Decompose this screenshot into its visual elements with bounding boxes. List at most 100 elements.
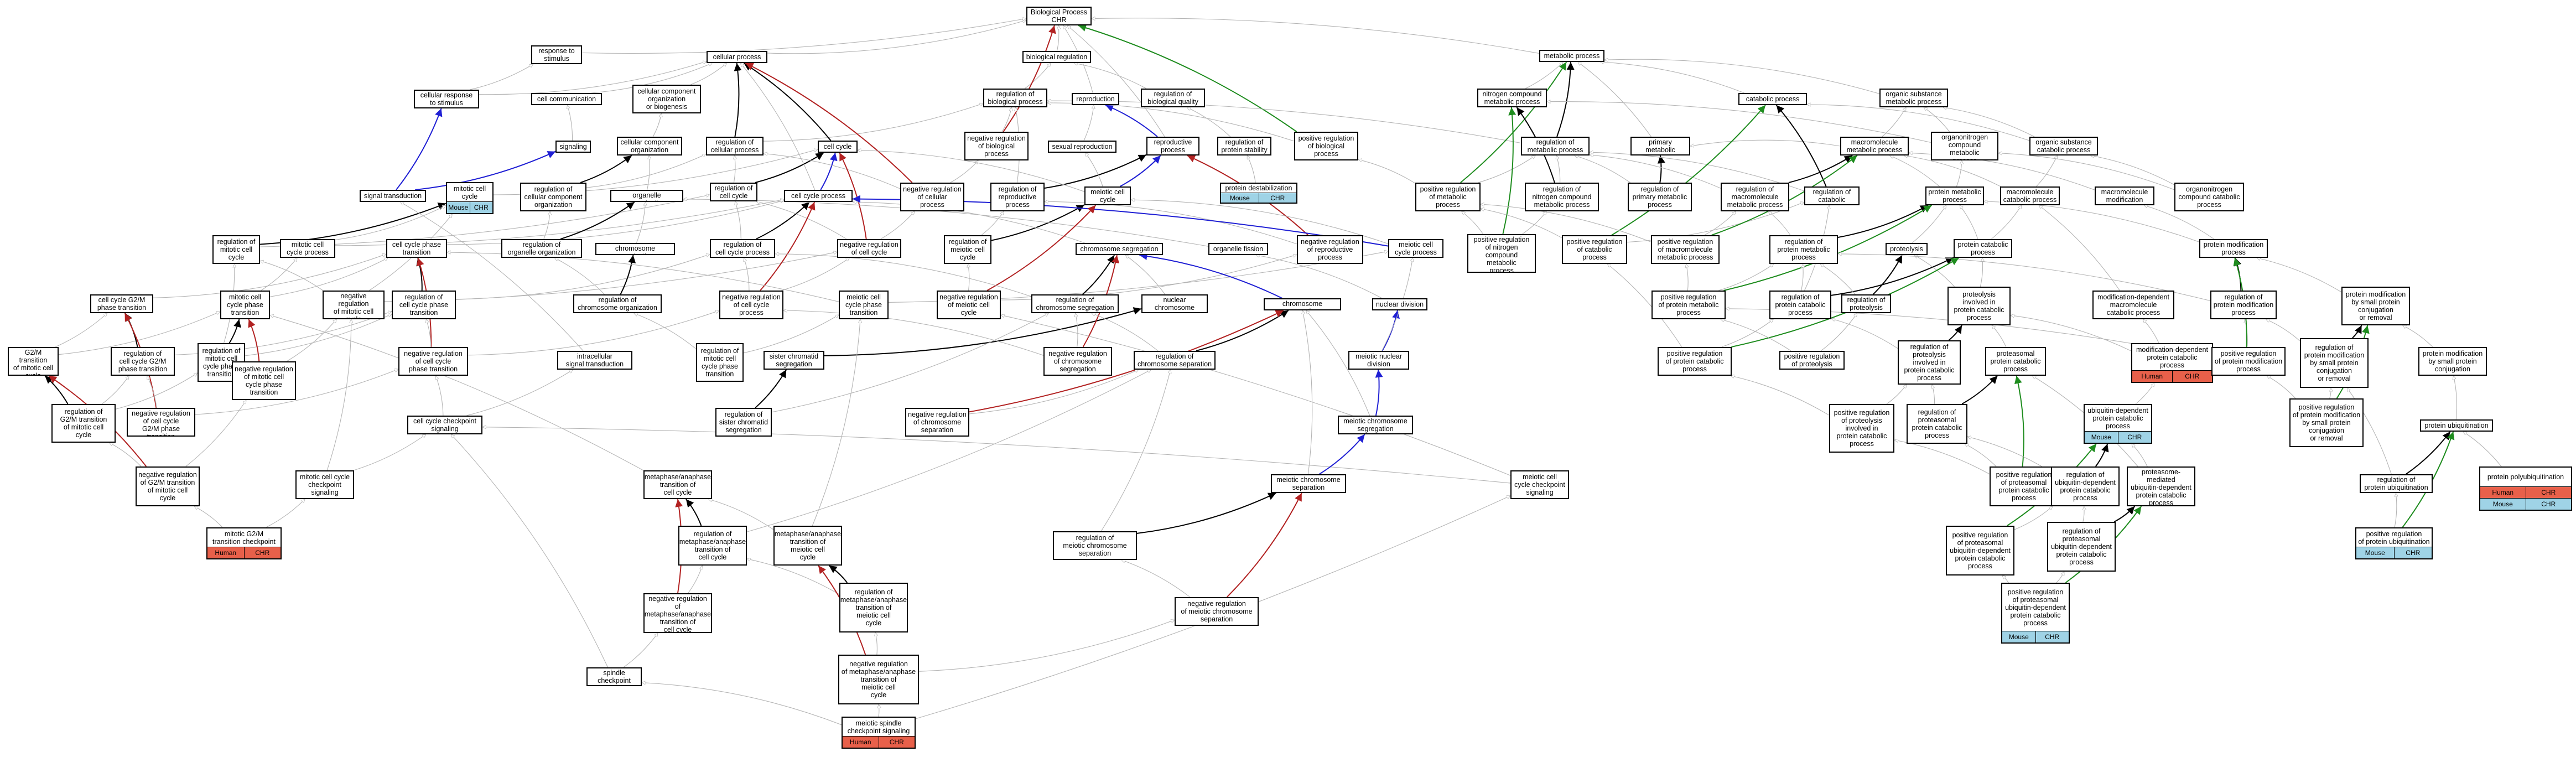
go-term-node[interactable]: regulation of mitotic cell cycle phase t… — [696, 343, 744, 382]
go-term-node[interactable]: regulation of proteolysis involved in pr… — [1898, 340, 1961, 385]
go-term-node[interactable]: mitotic cell cycle checkpoint signaling — [295, 470, 354, 499]
go-term-node[interactable]: cell cycle — [818, 141, 858, 153]
go-term-node[interactable]: negative regulation of mitotic cell cycl… — [232, 361, 296, 400]
go-term-node[interactable]: metabolic process — [1539, 50, 1604, 62]
go-term-node[interactable]: negative regulation of chromosome segreg… — [1043, 347, 1112, 376]
go-term-node[interactable]: negative regulation of biological proces… — [964, 132, 1029, 160]
go-term-node[interactable]: positive regulation of proteasomal ubiqu… — [2001, 583, 2070, 644]
go-term-node[interactable]: nitrogen compound metabolic process — [1477, 89, 1547, 107]
go-term-node[interactable]: negative regulation of meiotic chromosom… — [1175, 597, 1259, 626]
go-term-node[interactable]: regulation of primary metabolic process — [1628, 183, 1692, 211]
go-term-node[interactable]: nuclear chromosome segregation — [1141, 294, 1208, 313]
go-term-node[interactable]: sister chromatid segregation — [764, 351, 824, 370]
go-term-node[interactable]: cellular response to stimulus — [414, 90, 479, 108]
go-term-node[interactable]: protein modification process — [2199, 239, 2268, 258]
go-term-node[interactable]: proteolysis — [1886, 243, 1928, 255]
go-term-node[interactable]: protein metabolic process — [1925, 186, 1984, 205]
go-term-node[interactable]: regulation of cell cycle — [710, 183, 757, 201]
go-term-node[interactable]: regulation of meiotic cell cycle — [944, 235, 991, 264]
go-term-node[interactable]: regulation of proteasomal protein catabo… — [1907, 404, 1967, 444]
go-term-node[interactable]: regulation of biological quality — [1141, 89, 1205, 107]
go-term-node[interactable]: regulation of metabolic process — [1521, 137, 1590, 155]
go-term-node[interactable]: cell communication — [531, 93, 602, 105]
go-term-node[interactable]: macromolecule metabolic process — [1840, 137, 1909, 155]
go-term-node[interactable]: regulation of protein metabolic process — [1769, 235, 1838, 264]
go-term-node[interactable]: positive regulation of proteasomal ubiqu… — [1946, 526, 2014, 575]
go-term-node[interactable]: ubiquitin-dependent protein catabolic pr… — [2084, 404, 2152, 444]
go-term-node[interactable]: regulation of meiotic chromosome separat… — [1053, 531, 1137, 560]
go-term-node[interactable]: sexual reproduction — [1048, 141, 1116, 153]
go-term-node[interactable]: chromosome separation — [1264, 298, 1341, 310]
go-term-node[interactable]: regulation of cellular process — [706, 137, 764, 155]
go-term-node[interactable]: cell cycle G2/M phase transition — [90, 294, 153, 313]
go-term-node[interactable]: cell cycle process — [784, 190, 853, 202]
go-term-node[interactable]: meiotic cell cycle — [1084, 186, 1131, 205]
go-term-node[interactable]: positive regulation of proteasomal prote… — [1990, 466, 2058, 506]
go-term-node[interactable]: protein modification by small protein co… — [2418, 347, 2487, 376]
go-term-node[interactable]: regulation of protein modification by sm… — [2300, 338, 2369, 388]
go-term-node[interactable]: regulation of G2/M transition of mitotic… — [51, 404, 116, 443]
go-term-node[interactable]: regulation of cell cycle phase transitio… — [392, 291, 456, 319]
go-term-node[interactable]: negative regulation of metaphase/anaphas… — [838, 655, 919, 704]
go-term-node[interactable]: meiotic chromosome separation — [1271, 474, 1346, 493]
go-term-node[interactable]: regulation of ubiquitin-dependent protei… — [2051, 466, 2120, 506]
go-term-node[interactable]: positive regulation of protein modificat… — [2289, 398, 2364, 447]
go-term-node[interactable]: positive regulation of catabolic process — [1562, 235, 1627, 264]
go-term-node[interactable]: protein ubiquitination — [2420, 419, 2493, 432]
go-term-node[interactable]: meiotic cell cycle phase transition — [839, 291, 889, 319]
go-term-node[interactable]: negative regulation of G2/M transition o… — [136, 466, 200, 506]
go-term-node[interactable]: regulation of chromosome separation — [1134, 351, 1216, 370]
go-term-node[interactable]: modification-dependent protein catabolic… — [2131, 343, 2213, 383]
go-term-node[interactable]: regulation of biological process — [983, 89, 1047, 107]
go-term-node[interactable]: regulation of mitotic cell cycle — [212, 235, 260, 264]
go-term-node[interactable]: meiotic cell cycle process — [1388, 239, 1443, 258]
go-term-node[interactable]: regulation of nitrogen compound metaboli… — [1525, 183, 1599, 211]
go-term-node[interactable]: positive regulation of metabolic process — [1415, 183, 1481, 211]
go-term-node[interactable]: meiotic cell cycle checkpoint signaling — [1510, 470, 1569, 499]
go-term-node[interactable]: organic substance catabolic process — [2029, 137, 2098, 155]
go-term-node[interactable]: protein catabolic process — [1954, 239, 2012, 258]
go-term-node[interactable]: macromolecule modification — [2095, 186, 2154, 205]
go-term-node[interactable]: organic substance metabolic process — [1879, 89, 1948, 107]
go-term-node[interactable]: negative regulation of reproductive proc… — [1297, 235, 1363, 264]
go-term-node[interactable]: negative regulation of cell cycle phase … — [398, 347, 468, 376]
go-term-node[interactable]: positive regulation of proteolysis invol… — [1829, 404, 1894, 453]
go-term-node[interactable]: meiotic nuclear division — [1348, 351, 1409, 370]
go-term-node[interactable]: regulation of metaphase/anaphase transit… — [678, 526, 747, 566]
go-term-node[interactable]: regulation of organelle organization — [501, 239, 582, 258]
go-term-node[interactable]: negative regulation of chromosome separa… — [905, 408, 969, 437]
go-term-node[interactable]: biological regulation — [1022, 51, 1091, 63]
go-term-node[interactable]: proteasome-mediated ubiquitin-dependent … — [2127, 466, 2195, 506]
go-term-node[interactable]: signaling — [555, 141, 591, 153]
go-term-node[interactable]: regulation of proteasomal ubiquitin-depe… — [2047, 522, 2116, 572]
go-term-node[interactable]: organelle fission — [1208, 243, 1268, 255]
go-term-node[interactable]: protein modification by small protein co… — [2341, 287, 2410, 325]
go-term-node[interactable]: macromolecule catabolic process — [2000, 186, 2060, 205]
go-term-node[interactable]: regulation of protein ubiquitination — [2360, 474, 2433, 493]
go-term-node[interactable]: mitotic cell cycle process — [280, 239, 335, 258]
go-term-node[interactable]: negative regulation of cellular process — [900, 183, 964, 211]
go-term-node[interactable]: organelle organization — [610, 190, 683, 202]
go-term-node[interactable]: positive regulation of protein catabolic… — [1658, 347, 1732, 376]
go-term-node[interactable]: negative regulation of metaphase/anaphas… — [643, 593, 712, 633]
go-term-node[interactable]: organonitrogen compound metabolic proces… — [1931, 132, 1998, 160]
go-term-node[interactable]: chromosome organization — [595, 243, 675, 255]
go-term-node[interactable]: mitotic cell cycle phase transition — [220, 291, 270, 319]
go-term-node[interactable]: spindle checkpoint signaling — [586, 667, 642, 686]
go-term-node[interactable]: regulation of chromosome segregation — [1031, 294, 1119, 313]
go-term-node[interactable]: regulation of proteolysis — [1841, 294, 1891, 313]
go-term-node[interactable]: nuclear division — [1372, 298, 1427, 310]
go-term-node[interactable]: proteasomal protein catabolic process — [1985, 347, 2046, 376]
go-term-node[interactable]: regulation of protein stability — [1217, 137, 1271, 155]
go-term-node[interactable]: regulation of protein modification proce… — [2210, 291, 2277, 319]
go-term-node[interactable]: cellular process — [707, 51, 767, 63]
go-term-node[interactable]: cellular component organization or bioge… — [632, 85, 701, 113]
go-term-node[interactable]: organonitrogen compound catabolic proces… — [2174, 183, 2244, 211]
go-term-node[interactable]: regulation of catabolic process — [1804, 186, 1860, 205]
go-term-node[interactable]: reproductive process — [1146, 137, 1199, 155]
go-term-node[interactable]: intracellular signal transduction — [557, 351, 632, 370]
